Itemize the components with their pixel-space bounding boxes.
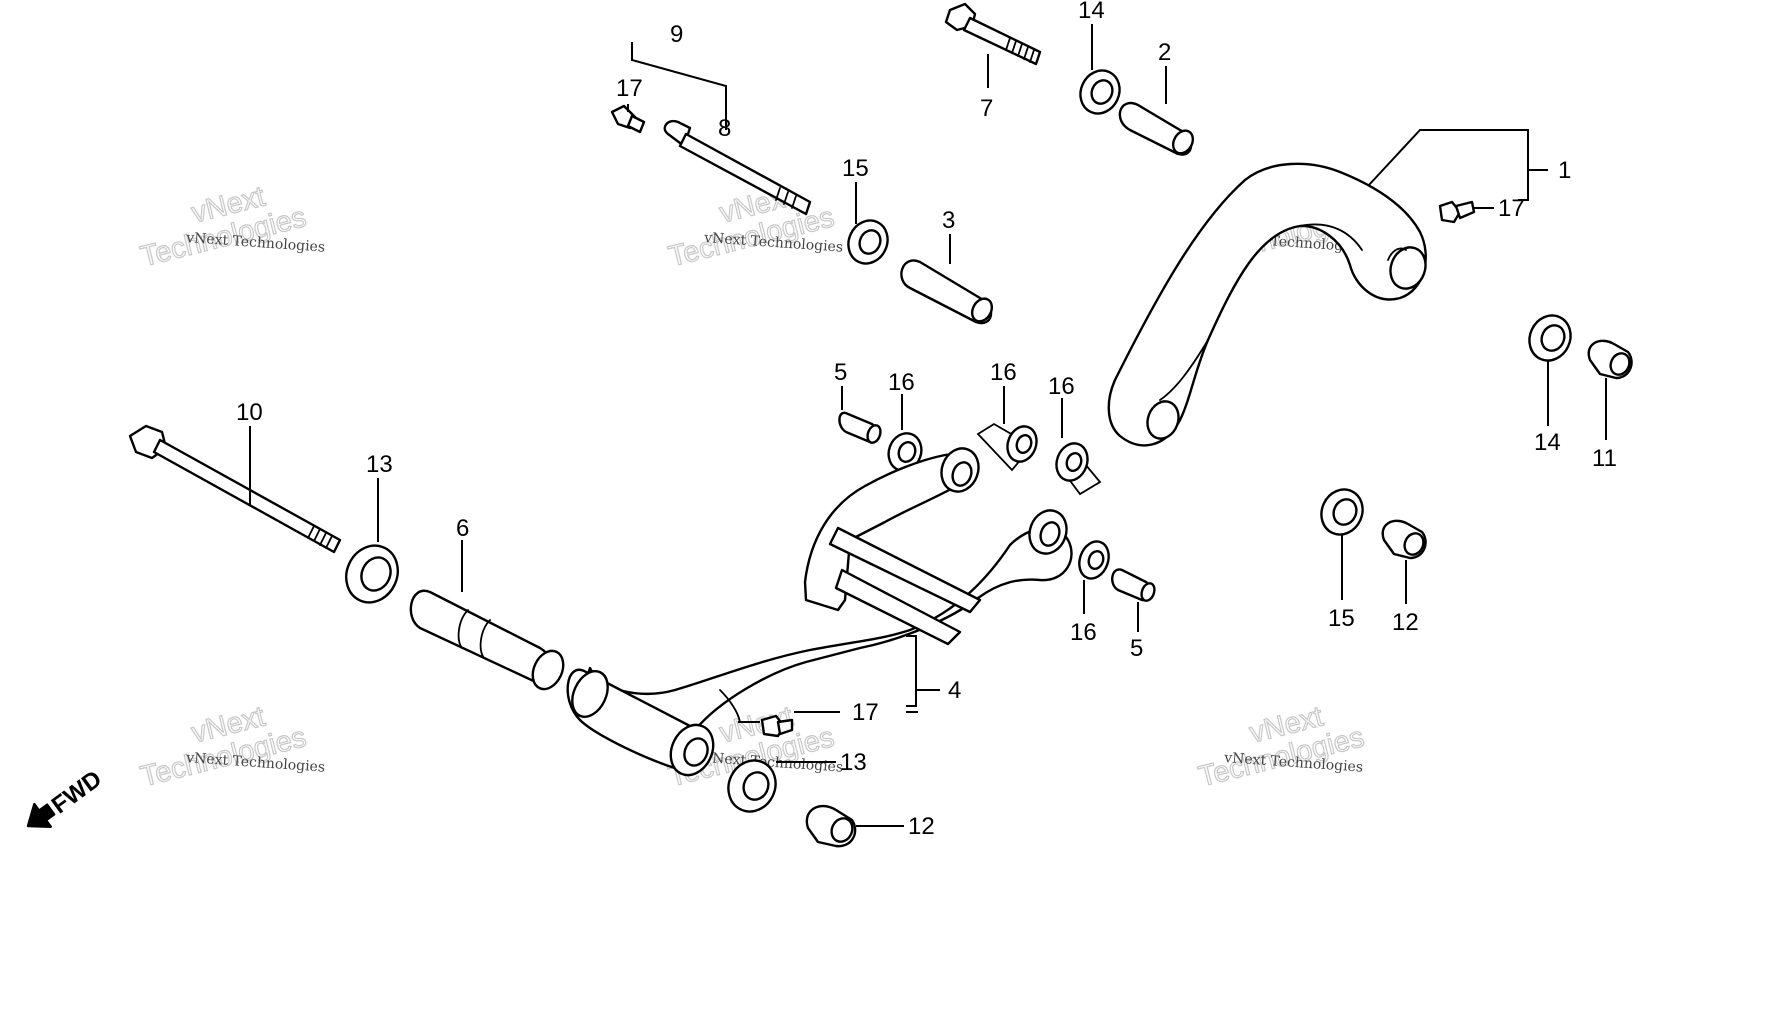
washer-part-16-d [1078, 540, 1110, 580]
callout-6: 6 [456, 515, 469, 542]
cap-part-12-right [1381, 519, 1427, 560]
washer-part-16-c [1055, 442, 1102, 496]
seal-part-13-bottom [727, 759, 777, 813]
svg-text:FWD: FWD [47, 765, 107, 819]
bushing-part-5-top [838, 411, 882, 444]
callout-5-top: 5 [834, 359, 847, 386]
cap-part-12-bottom [805, 804, 857, 848]
cap-part-11 [1587, 339, 1633, 380]
callout-1: 1 [1558, 157, 1571, 184]
watermark-1: vNext Technologies [137, 180, 310, 274]
callout-7: 7 [980, 95, 993, 122]
callout-13-left: 13 [366, 451, 393, 478]
callout-16-d: 16 [1070, 619, 1097, 646]
callout-14-right: 14 [1534, 429, 1561, 456]
callout-labels: 1 2 3 4 5 5 6 7 8 9 10 11 12 12 13 13 14… [236, 0, 1617, 840]
seal-part-15-top [847, 219, 889, 265]
callout-15-top: 15 [842, 155, 869, 182]
pivot-bolt-part-10 [128, 424, 342, 554]
callout-11: 11 [1592, 445, 1617, 472]
arrow-left-down-icon [26, 802, 56, 828]
collar-part-3 [900, 259, 994, 325]
grease-nipple-link-arm [1438, 200, 1476, 224]
callout-5-right: 5 [1130, 635, 1143, 662]
grease-nipple-upper-left [610, 104, 646, 134]
callout-12-right: 12 [1392, 609, 1419, 636]
seal-part-14-right [1528, 314, 1572, 362]
washer-part-16-b [976, 422, 1038, 472]
callout-12-bottom: 12 [908, 813, 935, 840]
callout-13-bottom: 13 [840, 749, 867, 776]
bolt-part-7 [944, 2, 1042, 66]
pivot-collar-part-6 [409, 589, 565, 691]
collar-part-2 [1118, 101, 1195, 156]
link-arm [1107, 162, 1427, 447]
callout-16-a: 16 [888, 369, 915, 396]
callout-4: 4 [948, 677, 961, 704]
callout-17-swing-arm: 17 [852, 699, 879, 726]
callout-17-upper-left: 17 [616, 75, 643, 102]
callout-15-right: 15 [1328, 605, 1355, 632]
callout-2: 2 [1158, 39, 1171, 66]
callout-16-c: 16 [1048, 373, 1075, 400]
fwd-arrow: FWD [26, 765, 107, 828]
seal-part-14-top [1079, 69, 1121, 115]
callout-8: 8 [718, 115, 731, 142]
callout-17-link-arm: 17 [1498, 195, 1525, 222]
watermark-4: vNext Technologies [137, 700, 310, 794]
grease-nipple-swing-arm [760, 714, 794, 738]
watermark-2: vNext Technologies [665, 180, 838, 274]
bolt-part-8 [663, 119, 812, 216]
callout-10: 10 [236, 399, 263, 426]
bushing-part-5-right [1111, 568, 1156, 602]
callout-14-top: 14 [1078, 0, 1105, 24]
callout-16-b: 16 [990, 359, 1017, 386]
callout-9: 9 [670, 21, 683, 48]
seal-part-13-left [345, 544, 399, 604]
seal-part-15-right [1320, 488, 1364, 536]
watermark-6: vNext Technologies [1195, 700, 1368, 794]
swing-arm-part-4 [566, 447, 1073, 777]
callout-3: 3 [942, 207, 955, 234]
leader-lines [249, 24, 1607, 827]
